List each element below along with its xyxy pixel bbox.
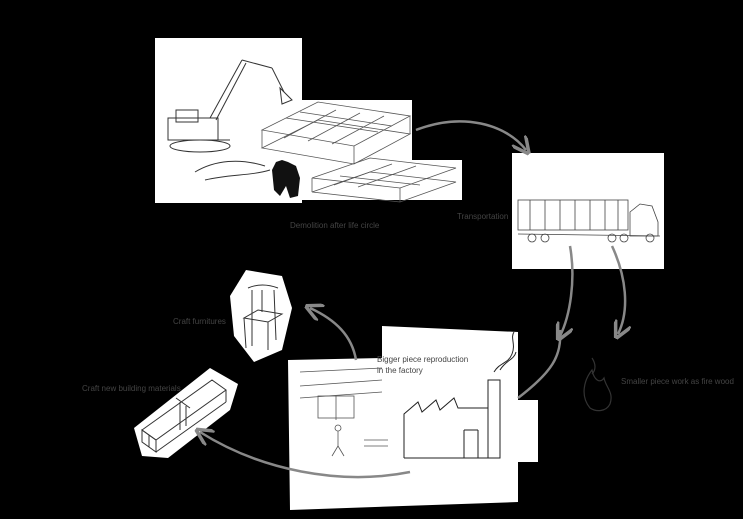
transport-panel [512,153,664,269]
furniture-panel [230,270,292,362]
arrow-demolition-to-transport [416,121,526,150]
firewood-label: Smaller piece work as fire wood [621,376,734,387]
fire-icon [584,358,611,411]
craft-materials-label: Craft new building materials [82,383,181,394]
craft-furnitures-label: Craft furnitures [173,316,226,327]
demolition-label: Demolition after life circle [290,220,379,231]
transportation-label: Transportation [457,211,508,222]
factory-label: Bigger piece reproduction in the factory [377,354,468,376]
demolition-panel [155,38,462,203]
factory-label-line2: in the factory [377,365,468,376]
arrow-factory-loop [518,330,560,398]
arrow-factory-to-furniture [310,308,356,360]
factory-label-line1: Bigger piece reproduction [377,354,468,365]
